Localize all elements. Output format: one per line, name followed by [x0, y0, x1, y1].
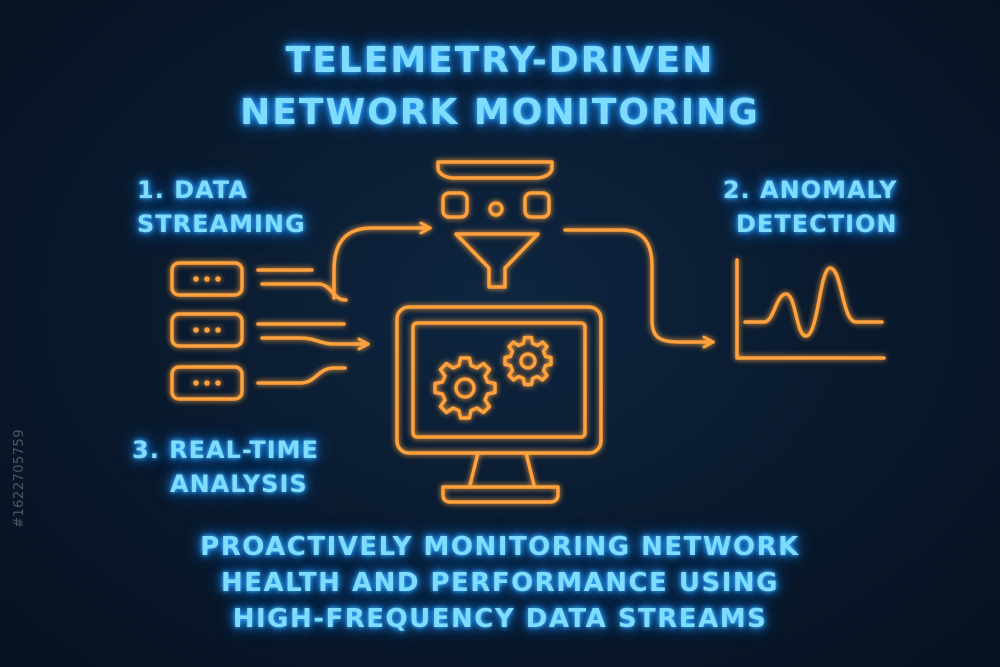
- step-data-streaming: 1. DATA STREAMING: [137, 173, 306, 241]
- step-3-line-1: 3. REAL-TIME: [132, 436, 319, 464]
- step-real-time-analysis: 3. REAL-TIME ANALYSIS: [132, 433, 319, 501]
- caption-line-1: PROACTIVELY MONITORING NETWORK: [200, 532, 800, 562]
- monitor-icon: [395, 305, 603, 504]
- title-line-1: TELEMETRY-DRIVEN: [285, 40, 715, 81]
- server-stack-icon: [170, 261, 244, 401]
- step-2-line-1: 2. ANOMALY: [722, 176, 898, 204]
- step-1-line-1: 1. DATA: [137, 176, 248, 204]
- funnel-icon: [436, 160, 554, 289]
- step-1-line-2: STREAMING: [137, 210, 306, 238]
- gears-icon: [433, 335, 553, 420]
- step-3-line-2: ANALYSIS: [170, 470, 308, 498]
- arrow-to-anomaly: [563, 228, 715, 349]
- arrow-icon: [332, 221, 432, 300]
- step-2-line-2: DETECTION: [736, 210, 898, 238]
- caption-line-3: HIGH-FREQUENCY DATA STREAMS: [232, 604, 768, 634]
- line-chart-icon: [735, 258, 886, 360]
- step-anomaly-detection: 2. ANOMALY DETECTION: [700, 173, 897, 241]
- caption-line-2: HEALTH AND PERFORMANCE USING: [221, 568, 779, 598]
- data-stream-lines: [256, 268, 370, 385]
- title-line-2: NETWORK MONITORING: [240, 92, 760, 133]
